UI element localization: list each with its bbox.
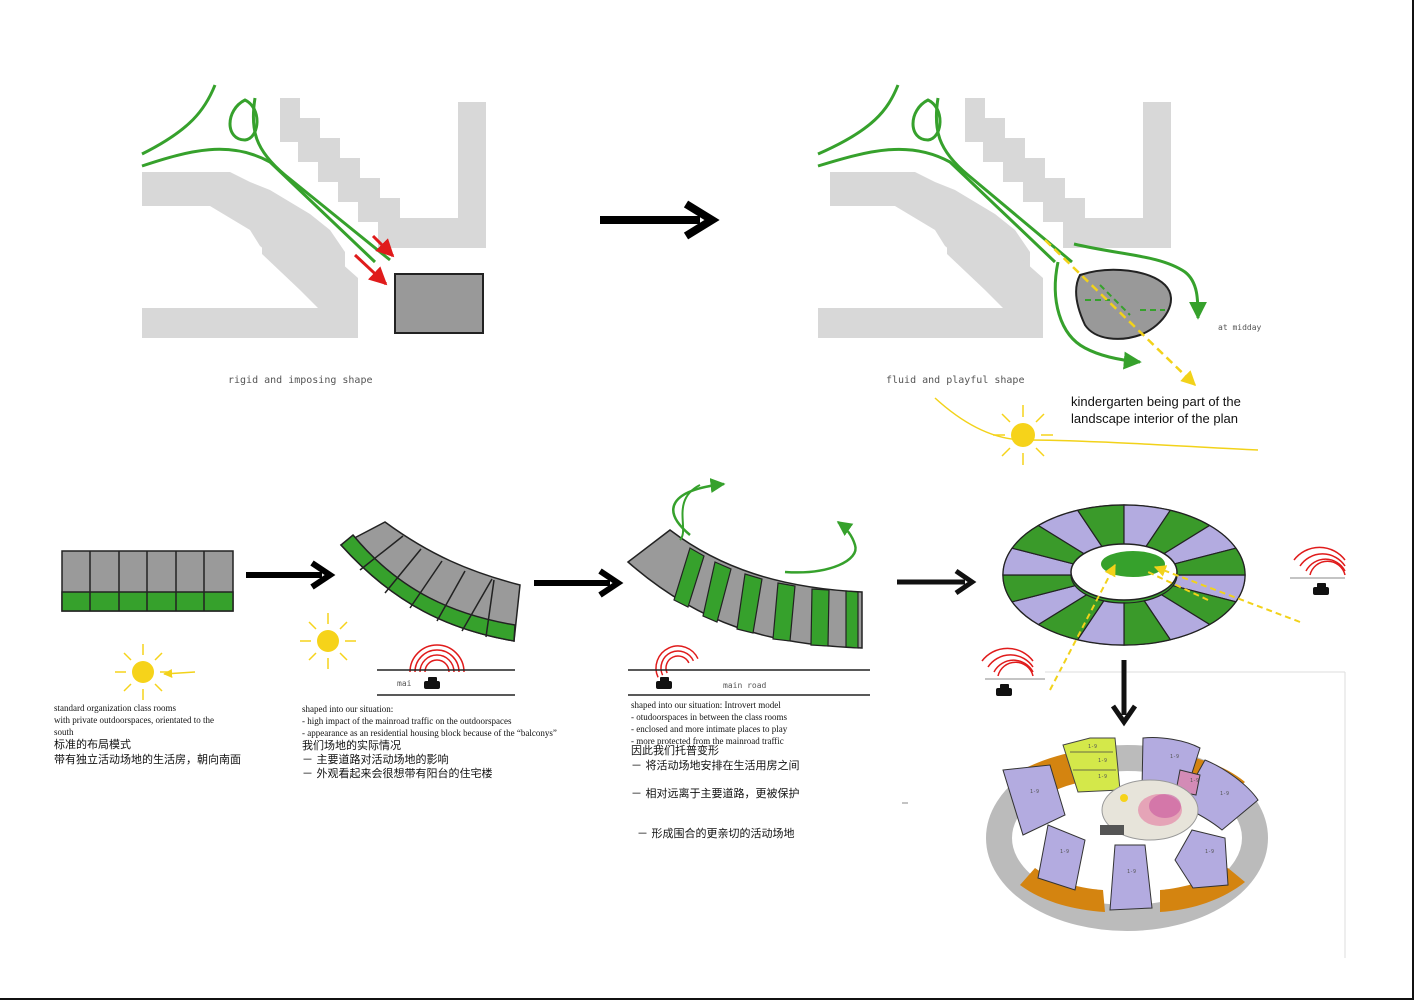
note-shaped-2: - high impact of the mainroad traffic on… xyxy=(302,716,512,726)
note-shaped-cn-1: 我们场地的实际情况 xyxy=(302,738,401,752)
panel-shaped: mai shaped into our situation: - high im… xyxy=(300,521,557,780)
svg-text:1-9: 1-9 xyxy=(1088,744,1097,750)
car-icon xyxy=(996,684,1012,696)
kindergarten-blob xyxy=(1075,268,1172,340)
arrow-1 xyxy=(246,560,336,590)
callout-line-2: landscape interior of the plan xyxy=(1071,411,1238,426)
traffic-noise-icon xyxy=(1293,546,1346,576)
kindergarten-box xyxy=(394,273,484,334)
note-introvert-cn-3: － 相对远离于主要道路，更被保护 xyxy=(631,786,800,800)
note-introvert-1: shaped into our situation: Introvert mod… xyxy=(631,700,781,710)
arrow-3 xyxy=(897,568,977,596)
caption-midday: at midday xyxy=(1218,323,1262,332)
neighbourhood-blocks xyxy=(142,98,486,338)
note-introvert-4: - more protected from the mainroad traff… xyxy=(631,736,784,746)
note-introvert-cn-2: － 将活动场地安排在生活用房之间 xyxy=(631,758,800,772)
traffic-noise-icon xyxy=(981,647,1034,677)
svg-text:1-9: 1-9 xyxy=(1098,774,1107,780)
caption-fluid: fluid and playful shape xyxy=(886,375,1024,386)
sun-icon xyxy=(115,644,171,700)
site-plan-fluid: at midday fluid and playful shape kinder… xyxy=(817,84,1262,465)
note-introvert-2: - otudoorspaces in between the class roo… xyxy=(631,712,787,722)
callout-line-1: kindergarten being part of the xyxy=(1071,394,1241,409)
note-introvert-cn-1: 因此我们托普变形 xyxy=(631,743,719,757)
svg-text:1-9: 1-9 xyxy=(1220,791,1229,797)
car-icon xyxy=(424,677,440,689)
road-label-a: mai xyxy=(397,679,412,688)
svg-text:1-9: 1-9 xyxy=(1060,849,1069,855)
svg-text:1-9: 1-9 xyxy=(1127,869,1136,875)
car-icon xyxy=(656,677,672,689)
traffic-noise-icon xyxy=(409,644,465,673)
note-shaped-cn-2: － 主要道路对活动场地的影响 xyxy=(302,752,449,766)
svg-text:1-9: 1-9 xyxy=(1190,778,1199,784)
svg-text:1-9: 1-9 xyxy=(1170,754,1179,760)
frame-edge-right xyxy=(1412,0,1414,1000)
svg-text:1-9: 1-9 xyxy=(1098,758,1107,764)
arrow-2 xyxy=(534,568,624,598)
arrow-down xyxy=(1110,660,1138,727)
note-shaped-cn-3: － 外观看起来会很想带有阳台的住宅楼 xyxy=(302,766,493,780)
panel-standard: standard organization class rooms with p… xyxy=(54,550,241,766)
room-labels: 1-9 1-9 1-9 1-9 1-9 1-9 1-9 1-9 1-9 1-9 xyxy=(1030,744,1229,875)
note-standard-2: with private outdoorspaces, orientated t… xyxy=(54,715,214,725)
note-standard-cn-1: 标准的布局模式 xyxy=(54,737,131,751)
note-shaped-3: - appearance as an residential housing b… xyxy=(302,728,557,738)
neighbourhood-blocks-2 xyxy=(818,98,1171,338)
panel-introvert: main road shaped into our situation: Int… xyxy=(626,478,870,840)
panel-ring xyxy=(981,504,1346,958)
sun-icon xyxy=(993,405,1053,465)
note-standard-3: south xyxy=(54,727,74,737)
floor-plan: 1-9 1-9 1-9 1-9 1-9 1-9 1-9 1-9 1-9 1-9 xyxy=(902,737,1268,931)
transition-arrow-top xyxy=(600,200,720,240)
note-shaped-1: shaped into our situation: xyxy=(302,704,393,714)
note-standard-cn-2: 带有独立活动场地的生活房，朝向南面 xyxy=(54,752,241,766)
svg-text:1-9: 1-9 xyxy=(1205,849,1214,855)
note-introvert-cn-4: － 形成围合的更亲切的活动场地 xyxy=(637,826,795,840)
caption-rigid: rigid and imposing shape xyxy=(228,375,373,386)
traffic-noise-icon xyxy=(655,645,699,678)
note-introvert-3: - enclosed and more intimate places to p… xyxy=(631,724,788,734)
site-plan-rigid: rigid and imposing shape xyxy=(141,84,486,386)
frame-edge-bottom xyxy=(0,998,1414,1000)
svg-text:1-9: 1-9 xyxy=(1030,789,1039,795)
sun-icon xyxy=(300,613,356,669)
car-icon xyxy=(1313,583,1329,595)
note-standard-1: standard organization class rooms xyxy=(54,703,177,713)
road-label-b: main road xyxy=(723,681,767,690)
